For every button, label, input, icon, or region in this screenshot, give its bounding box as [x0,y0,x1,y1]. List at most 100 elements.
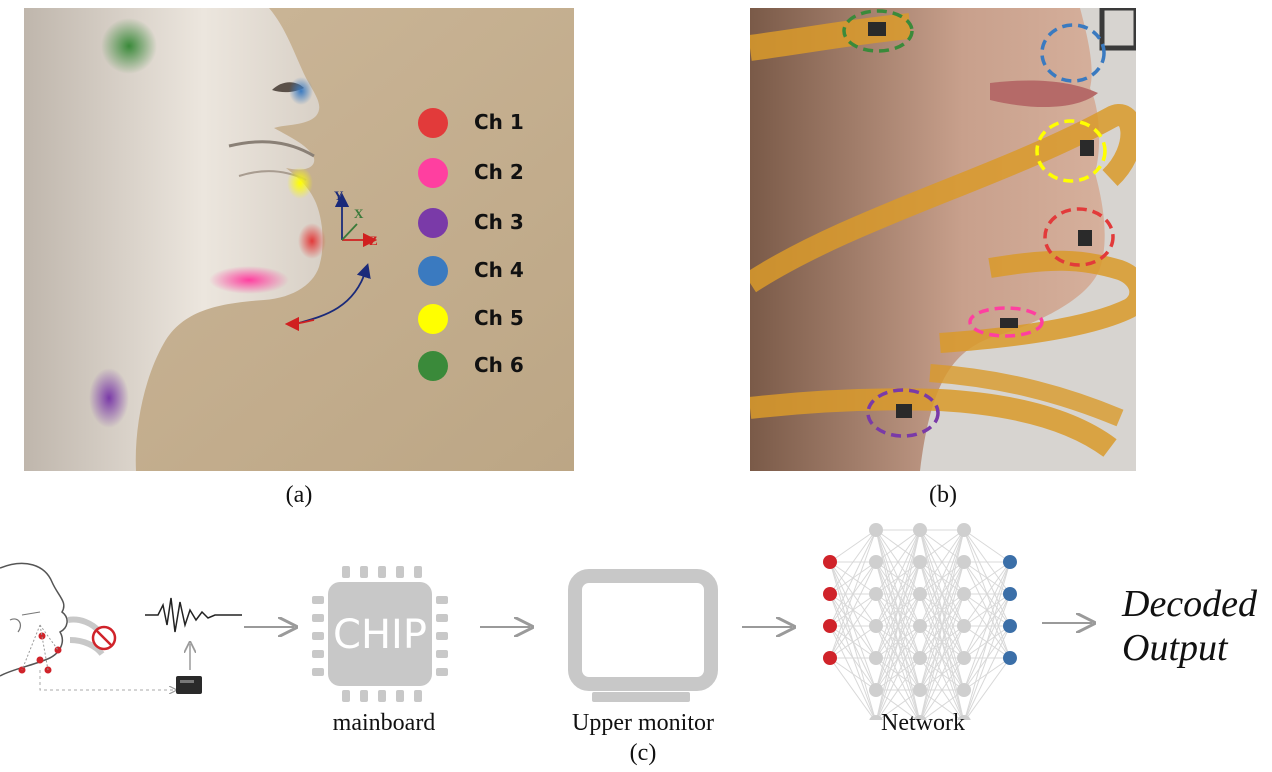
panel-a-face-illustration: Y X Z Ch 1 Ch 2 Ch 3 Ch 4 Ch 5 Ch 6 [24,8,574,471]
nn-edge [963,529,1011,563]
nn-edge [829,593,877,659]
nn-node [869,651,883,665]
nn-edge [829,625,877,659]
nn-node [869,523,883,537]
nn-node [1003,619,1017,633]
nn-node [869,587,883,601]
nn-edge [919,529,965,720]
nn-edge [876,593,921,720]
nn-edge [875,529,921,563]
legend-label-ch1: Ch 1 [474,110,524,134]
ch5-circle [1035,119,1107,183]
axis-y-label: Y [334,188,344,203]
ch3-circle [866,388,940,438]
legend-dot-ch5 [418,304,448,334]
legend-label-ch4: Ch 4 [474,258,524,282]
nn-edge [964,625,1011,720]
ch1-circle [1043,207,1115,267]
ch1-marker [298,223,326,259]
nn-edge [964,561,1011,720]
nn-node [957,555,971,569]
nn-node [1003,651,1017,665]
nn-edge [876,625,921,720]
nn-edge [920,593,965,720]
nn-edge [920,657,965,720]
legend-label-ch2: Ch 2 [474,160,524,184]
nn-node [913,523,927,537]
nn-edge [919,529,965,691]
nn-node [869,683,883,697]
nn-edge [919,529,965,659]
ch6-circle [842,9,914,53]
nn-edge [964,593,1011,720]
nn-edge [963,561,1011,659]
caption-a: (a) [285,482,313,508]
nn-edge [829,529,877,563]
nn-node [869,715,883,720]
sensor-photo-illustration [750,8,1136,471]
ch4-marker [289,77,313,105]
ch2-circle [968,306,1044,338]
nn-edge [963,561,1011,627]
nn-edge [876,561,921,720]
legend-dot-ch6 [418,351,448,381]
nn-edge [875,529,921,659]
nn-edge [877,689,921,720]
ch5-marker [287,167,313,199]
nn-edge [876,657,921,720]
legend-dot-ch2 [418,158,448,188]
nn-edge [829,529,877,595]
caption-c: (c) [629,740,657,766]
nn-edge [920,625,965,720]
legend-label-ch5: Ch 5 [474,306,524,330]
nn-edge [875,529,921,627]
nn-edge [875,529,921,691]
nn-node [913,651,927,665]
mainboard-label: mainboard [332,710,436,736]
nn-node [823,587,837,601]
ch2-marker [209,266,289,294]
nn-edge [829,561,877,659]
nn-node [823,619,837,633]
nn-edge [919,529,965,627]
nn-edge [875,529,921,720]
decoded-output-text: Decoded Output [1122,582,1272,670]
ch4-circle [1040,23,1106,83]
signal-waveform-icon [145,597,242,633]
nn-edge [919,529,965,595]
neural-network-icon [823,523,1017,720]
network-label: Network [881,710,965,736]
ch6-marker [101,18,157,74]
chip-icon: CHIP [312,566,448,702]
legend-label-ch3: Ch 3 [474,210,524,234]
nn-node [957,651,971,665]
legend-dot-ch1 [418,108,448,138]
nn-node [823,555,837,569]
monitor-label: Upper monitor [572,710,714,736]
nn-edge [875,529,921,595]
nn-node [913,715,927,720]
nn-edge [829,657,876,720]
nn-edge [963,561,1011,595]
nn-node [957,523,971,537]
xyz-axes: Y X Z [334,188,378,248]
ch3-marker [89,368,129,428]
axis-z-label: Z [369,233,378,248]
chip-text: CHIP [333,612,427,658]
face-sketch-icon [0,562,175,690]
face-model-illustration: Y X Z [24,8,574,471]
nn-edge [829,529,877,627]
nn-edge [920,561,965,720]
nn-edge [829,529,877,659]
monitor-icon [568,569,718,702]
legend-dot-ch3 [418,208,448,238]
nn-node [957,683,971,697]
nn-edge [921,689,965,720]
nn-node [957,715,971,720]
nn-edge [964,657,1011,720]
pipeline-diagram: CHIP [0,523,1272,720]
nn-node [869,619,883,633]
legend-label-ch6: Ch 6 [474,353,524,377]
axis-x-label: X [354,206,364,221]
nn-node [913,683,927,697]
